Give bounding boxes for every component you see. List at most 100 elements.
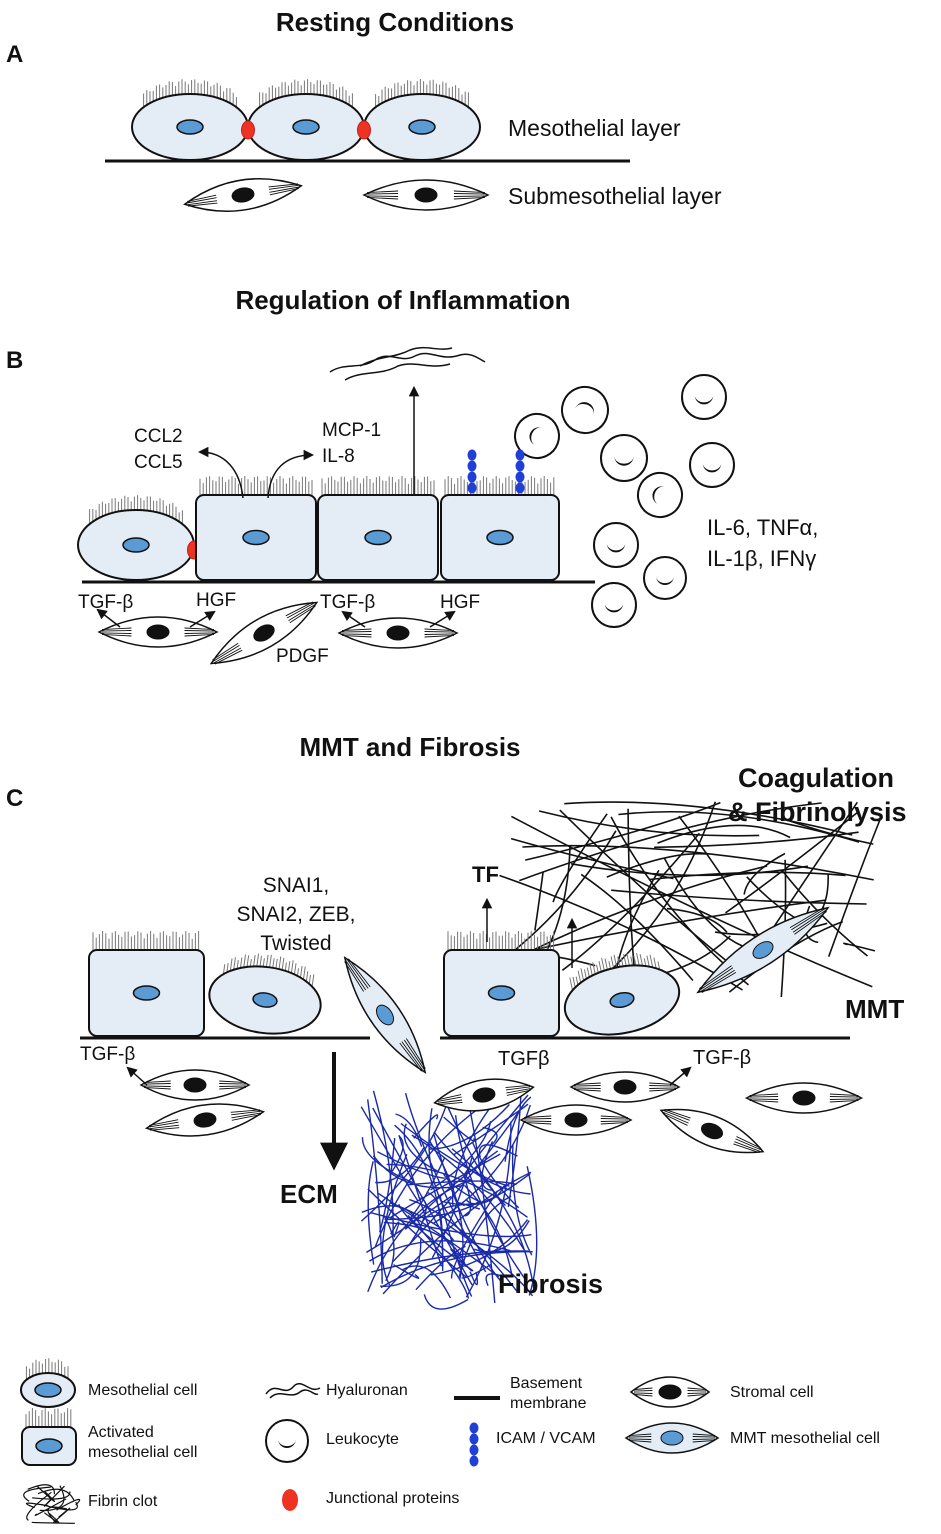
fibrin-fiber [511, 815, 873, 988]
nucleus [183, 1077, 207, 1093]
panel-a-title: Resting Conditions [276, 7, 514, 37]
ecm-fiber [390, 1153, 501, 1219]
ecm-fiber [511, 1145, 533, 1256]
hyaluronan-strand [329, 352, 486, 373]
panel-a-mesothelial-label: Mesothelial layer [508, 115, 681, 141]
nucleus [408, 119, 436, 135]
snai2-label: SNAI2, ZEB, [236, 903, 355, 926]
fibrin-fiber [519, 802, 822, 882]
ecm-fiber [451, 1148, 535, 1291]
fibrin-fiber [525, 865, 768, 955]
nucleus [122, 537, 150, 553]
nucleus [700, 1122, 724, 1140]
fibrin-fiber [496, 899, 826, 959]
leukocyte-nucleus [575, 402, 594, 416]
ecm-fiber [429, 1140, 464, 1281]
microvilli [25, 1358, 69, 1381]
ecm-fiber [360, 1106, 419, 1202]
legend-hyaluronan-icon [265, 1383, 321, 1399]
fibrin-fiber [725, 811, 859, 914]
ecm-fiber [401, 1265, 452, 1299]
legend-mmt-icon [624, 1422, 720, 1454]
ecm-fiber [390, 1135, 404, 1174]
fibrin-fiber [760, 801, 858, 947]
nucleus [414, 187, 438, 203]
legend-stromal: Stromal cell [730, 1384, 814, 1401]
ecm-fiber [469, 1271, 479, 1286]
fibrin-fiber [552, 813, 608, 903]
nucleus [375, 1004, 395, 1026]
ecm-fiber [369, 1211, 532, 1238]
nucleus [231, 187, 255, 203]
icam-vcam-molecule [469, 1422, 479, 1467]
stromal-cell [744, 1082, 864, 1114]
fibrin-fiber [561, 832, 701, 971]
c-tgfb-mid-label: TGFβ [498, 1048, 550, 1070]
ecm-fiber [526, 1166, 538, 1296]
ecm-fiber [454, 1115, 528, 1283]
legend-basement-line2: membrane [510, 1395, 587, 1412]
ecm-fiber [375, 1147, 425, 1184]
fibrin-fiber [510, 837, 674, 880]
ecm-fiber [485, 1273, 508, 1286]
coagulation-label-line2: & Fibrinolysis [728, 797, 907, 827]
nucleus [386, 625, 410, 641]
fibrin-fiber [559, 809, 729, 963]
microvilli [143, 79, 237, 109]
ecm-fiber [389, 1202, 455, 1241]
fibrosis-label: Fibrosis [498, 1269, 603, 1299]
ecm-fiber [451, 1107, 491, 1207]
ecm-fiber [395, 1113, 423, 1147]
mcp1-label: MCP-1 [322, 420, 381, 441]
ecm-fiber [393, 1264, 420, 1279]
fibrin-fiber [564, 801, 853, 836]
stromal-cell [433, 1078, 535, 1112]
activated-mesothelial-cell [443, 931, 560, 1037]
microvilli [89, 495, 183, 525]
microvilli [199, 476, 313, 496]
nucleus [752, 941, 774, 959]
legend-fibrin-icon [34, 1498, 67, 1516]
panel-c-mesothelial-layer [88, 906, 830, 1074]
ccl5-label: CCL5 [134, 452, 183, 473]
ecm-fiber [433, 1134, 504, 1285]
nucleus [364, 529, 392, 546]
ecm-fiber [377, 1151, 445, 1179]
fibrin-fiber [657, 824, 791, 844]
fibrin-fiber [525, 801, 721, 861]
leukocyte [681, 374, 727, 420]
legend-fibrin-clot: Fibrin clot [88, 1493, 158, 1510]
fibrin-fiber [843, 942, 876, 952]
ecm-fiber [367, 1188, 467, 1278]
panel-b-title: Regulation of Inflammation [235, 285, 570, 315]
nucleus [792, 1090, 816, 1106]
ecm-fiber [423, 1294, 469, 1310]
ecm-fiber [507, 1095, 522, 1208]
ecm-fiber [443, 1173, 481, 1203]
ecm-fiber [408, 1157, 446, 1220]
legend-stromal-icon [629, 1376, 711, 1408]
hgf-left-label: HGF [196, 590, 236, 611]
mesothelial-cell [363, 79, 481, 161]
leukocyte-nucleus [606, 543, 626, 553]
icam-vcam-molecule [515, 449, 525, 494]
fibrin-fiber [666, 907, 728, 933]
junctional-protein [357, 120, 371, 140]
mmt-mesothelial-cell [343, 956, 427, 1074]
microvilli [25, 1408, 72, 1428]
leukocyte [561, 386, 609, 434]
mcp-arrow [267, 449, 315, 499]
twisted-label: Twisted [260, 932, 331, 955]
panel-b-mesothelial-layer [77, 476, 560, 581]
nucleus [193, 1112, 217, 1128]
panel-a-mesothelial-layer [131, 79, 481, 161]
leukocyte [636, 472, 683, 518]
stromal-cell [183, 178, 303, 212]
coagulation-label-line1: Coagulation [738, 763, 894, 793]
ecm-fiber [465, 1173, 531, 1205]
nucleus [34, 1382, 62, 1398]
microvilli [92, 931, 200, 951]
nucleus [609, 991, 635, 1009]
microvilli [569, 952, 661, 992]
